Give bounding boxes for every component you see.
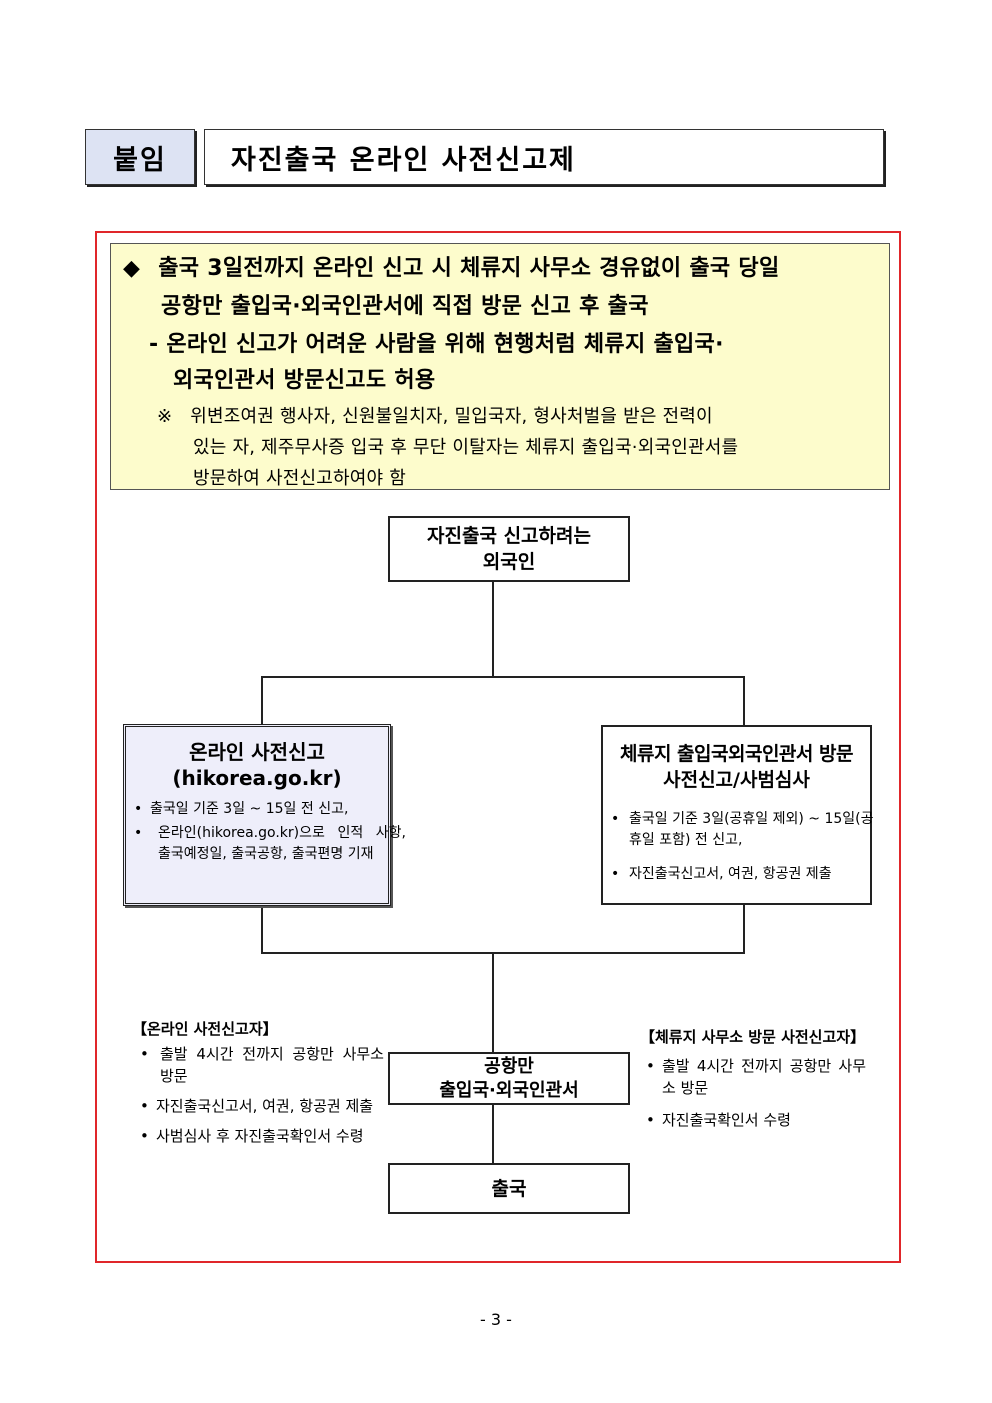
connector-line — [492, 581, 494, 677]
connector-line — [261, 905, 263, 954]
online-reporter-heading: 【온라인 사전신고자】 — [132, 1020, 278, 1038]
start-node-line-1: 자진출국 신고하려는 — [427, 525, 591, 547]
start-node-line-2: 외국인 — [482, 551, 536, 573]
online-report-node: 온라인 사전신고 (hikorea.go.kr) • 출국일 기준 3일 ~ 1… — [123, 724, 406, 906]
bullet-icon: • — [134, 825, 143, 841]
list-item: • 자진출국확인서 수령 — [646, 1111, 791, 1129]
attachment-tag: 붙임 — [85, 129, 195, 185]
bullet-icon: • — [611, 811, 620, 827]
connector-line — [743, 676, 745, 726]
office-reporter-heading: 【체류지 사무소 방문 사전신고자】 — [640, 1028, 866, 1046]
page-title: 자진출국 온라인 사전신고제 — [204, 129, 884, 185]
connector-line — [261, 676, 263, 726]
summary-line-4: 외국인관서 방문신고도 허용 — [173, 368, 436, 393]
bullet-icon: • — [646, 1111, 655, 1129]
summary-box: ◆ 출국 3일전까지 온라인 신고 시 체류지 사무소 경유없이 출국 당일 공… — [110, 243, 890, 490]
summary-line-1: 출국 3일전까지 온라인 신고 시 체류지 사무소 경유없이 출국 당일 — [158, 256, 780, 281]
connector-line — [743, 904, 745, 954]
office-visit-node: 체류지 출입국외국인관서 방문 사전신고/사범심사 • 출국일 기준 3일(공휴… — [601, 725, 874, 905]
note-reference-icon: ※ — [157, 406, 173, 427]
bullet-icon: • — [140, 1127, 149, 1145]
office-visit-title-2: 사전신고/사범심사 — [663, 769, 810, 791]
connector-line — [492, 1104, 494, 1164]
airport-office-line-2: 출입국·외국인관서 — [439, 1080, 579, 1101]
list-item: • 자진출국신고서, 여권, 항공권 제출 — [140, 1097, 374, 1115]
airport-office-line-1: 공항만 — [484, 1056, 534, 1077]
online-report-title: 온라인 사전신고 — [189, 740, 325, 764]
connector-line — [261, 676, 745, 678]
office-reporter-note: 【체류지 사무소 방문 사전신고자】 • 출발 4시간 전까지 공항만 사무소 … — [640, 1026, 866, 1131]
summary-line-3: - 온라인 신고가 어려운 사람을 위해 현행처럼 체류지 출입국· — [149, 332, 724, 357]
office-visit-title-1: 체류지 출입국외국인관서 방문 — [620, 743, 853, 765]
diamond-bullet-icon: ◆ — [123, 256, 141, 281]
list-item: • 출발 4시간 전까지 공항만 사무소 방문 — [646, 1057, 866, 1097]
summary-note-3: 방문하여 사전신고하여야 함 — [193, 468, 406, 489]
connector-line — [492, 952, 494, 1053]
bullet-icon: • — [611, 866, 620, 882]
airport-office-node: 공항만 출입국·외국인관서 — [388, 1052, 630, 1105]
bullet-icon: • — [140, 1045, 149, 1063]
departure-label: 출국 — [491, 1177, 527, 1200]
list-item: • 온라인(hikorea.go.kr)으로 인적 사항, 출국예정일, 출국공… — [134, 825, 406, 862]
departure-node: 출국 — [388, 1163, 630, 1214]
bullet-icon: • — [134, 801, 143, 817]
summary-note-2: 있는 자, 제주무사증 입국 후 무단 이탈자는 체류지 출입국·외국인관서를 — [193, 437, 739, 458]
list-item: • 출국일 기준 3일(공휴일 제외) ~ 15일(공휴일 포함) 전 신고, — [611, 811, 874, 848]
content-frame — [95, 231, 901, 1263]
bullet-icon: • — [140, 1097, 149, 1115]
summary-line-2: 공항만 출입국·외국인관서에 직접 방문 신고 후 출국 — [161, 294, 649, 319]
connector-line — [261, 952, 745, 954]
page-number: - 3 - — [480, 1310, 512, 1329]
list-item: • 출발 4시간 전까지 공항만 사무소 방문 — [140, 1045, 384, 1085]
online-reporter-note: 【온라인 사전신고자】 • 출발 4시간 전까지 공항만 사무소 방문 • 자진… — [132, 1018, 384, 1147]
list-item: • 출국일 기준 3일 ~ 15일 전 신고, — [134, 799, 398, 820]
list-item: • 자진출국신고서, 여권, 항공권 제출 — [611, 864, 881, 885]
list-item: • 사범심사 후 자진출국확인서 수령 — [140, 1127, 364, 1145]
summary-note-1: 위변조여권 행사자, 신원불일치자, 밀입국자, 형사처벌을 받은 전력이 — [190, 406, 713, 427]
online-report-subtitle: (hikorea.go.kr) — [172, 766, 342, 790]
bullet-icon: • — [646, 1057, 655, 1075]
start-node: 자진출국 신고하려는 외국인 — [388, 516, 630, 582]
